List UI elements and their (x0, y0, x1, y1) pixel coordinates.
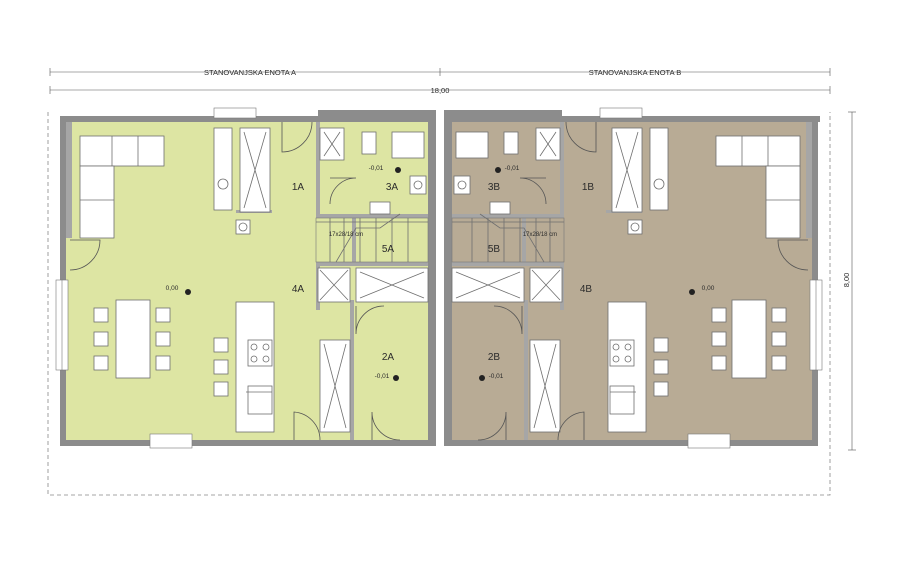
dining-table-icon (115, 299, 151, 379)
sofa-icon (715, 135, 801, 167)
stair-spec-a: 17x28/18 cm (329, 232, 363, 238)
room-label-5b: 5B (488, 244, 501, 255)
level-living-b: 0,00 (702, 285, 715, 292)
level-bath-b: -0,01 (505, 165, 520, 172)
shower-icon (455, 131, 489, 159)
room-label-5a: 5A (382, 244, 395, 255)
sofa-icon (79, 135, 165, 167)
level-bath-a: -0,01 (369, 165, 384, 172)
shower-icon (391, 131, 425, 159)
total-depth: 8,00 (842, 273, 851, 288)
stairs-b (451, 213, 565, 263)
unit-b-furniture (451, 127, 801, 433)
stairs-a (315, 213, 429, 263)
unit-b-title: STANOVANJSKA ENOTA B (589, 68, 682, 77)
room-label-1b: 1B (582, 182, 595, 193)
room-label-4b: 4B (580, 284, 593, 295)
level-markers (185, 167, 695, 381)
level-living-a: 0,00 (166, 285, 179, 292)
room-label-1a: 1A (292, 182, 305, 193)
level-room2-b: -0,01 (489, 373, 504, 380)
level-room2-a: -0,01 (375, 373, 390, 380)
room-label-3b: 3B (488, 182, 501, 193)
unit-a-title: STANOVANJSKA ENOTA A (204, 68, 296, 77)
room-label-2b: 2B (488, 352, 501, 363)
total-width: 18,00 (431, 86, 450, 95)
stair-spec-b: 17x28/18 cm (523, 232, 557, 238)
room-label-2a: 2A (382, 352, 395, 363)
doors (69, 121, 809, 441)
unit-a-furniture (79, 127, 429, 433)
room-label-4a: 4A (292, 284, 305, 295)
windows (55, 107, 823, 449)
dining-table-icon (731, 299, 767, 379)
dimension-lines (49, 68, 856, 451)
terrace-outline (47, 112, 831, 496)
room-label-3a: 3A (386, 182, 399, 193)
